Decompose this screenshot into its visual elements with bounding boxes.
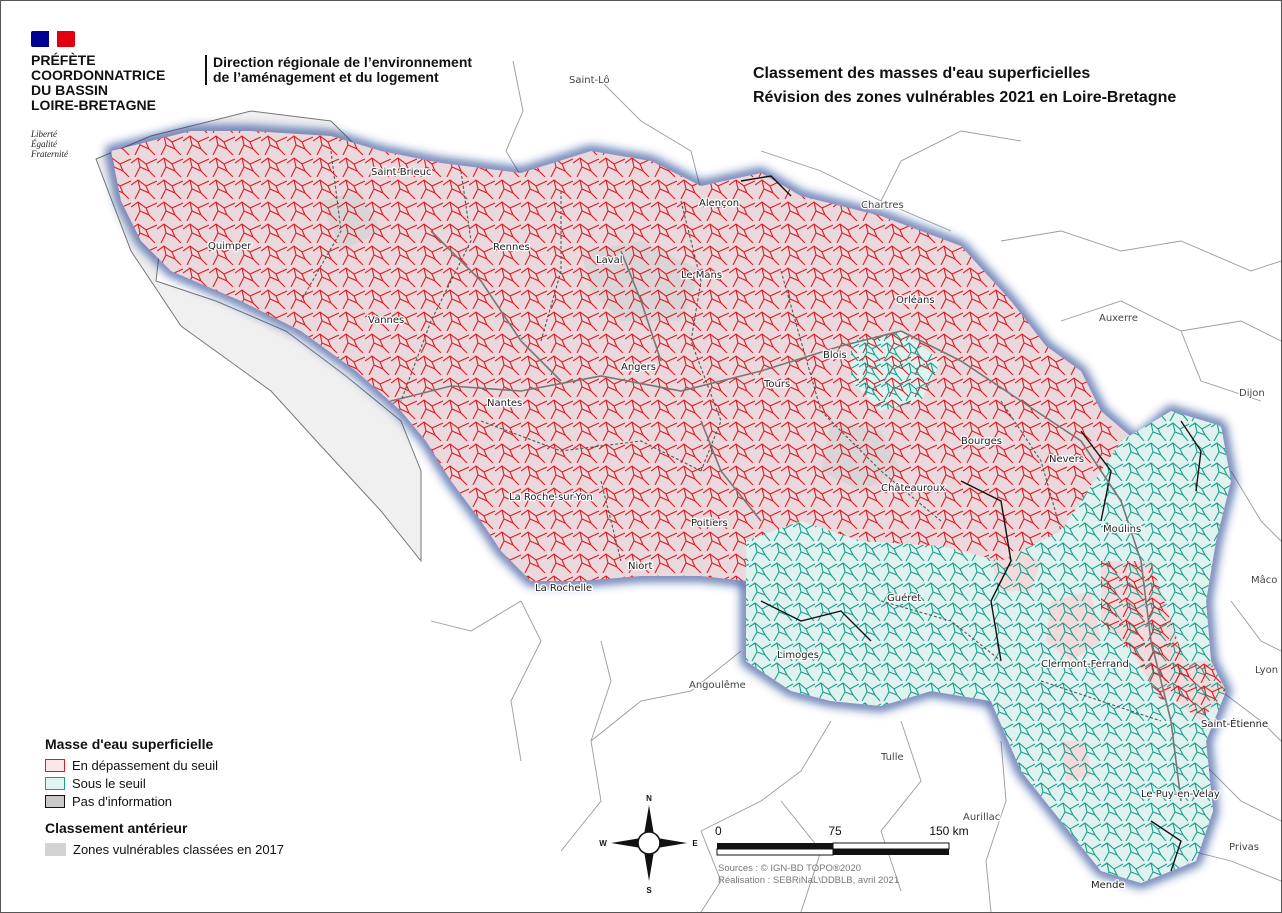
compass-south: S xyxy=(646,886,652,895)
republic-motto: Liberté Égalité Fraternité xyxy=(31,129,68,159)
legend-item-no-info: Pas d'information xyxy=(45,792,365,810)
marianne-flag-icon xyxy=(31,31,75,47)
city-label: Aurillac xyxy=(963,812,1000,823)
map-sources: Sources : © IGN-BD TOPO®2020 Réalisation… xyxy=(718,863,899,887)
legend-swatch-grey xyxy=(45,842,66,856)
offshore-zone xyxy=(95,110,422,563)
city-label: Auxerre xyxy=(1099,313,1138,324)
city-label: Niort xyxy=(628,561,652,572)
city-label: La Rochelle xyxy=(535,583,592,594)
map-legend: Masse d'eau superficielle En dépassement… xyxy=(45,736,365,858)
legend-item-below: Sous le seuil xyxy=(45,774,365,792)
city-label: Saint-Étienne xyxy=(1201,717,1268,730)
city-label: Limoges xyxy=(777,650,819,661)
city-label: Lyon xyxy=(1255,665,1278,676)
compass-west: W xyxy=(599,839,607,848)
prefecture-name: PRÉFÈTE COORDONNATRICE DU BASSIN LOIRE-B… xyxy=(31,52,166,113)
inner-boundaries xyxy=(300,150,1162,722)
city-label: Nantes xyxy=(487,398,522,409)
city-label: Quimper xyxy=(208,241,252,252)
city-labels: Saint-Lô Saint-Brieuc Alençon Chartres Q… xyxy=(207,73,1280,893)
legend-title-previous: Classement antérieur xyxy=(45,820,188,836)
scale-label-0: 0 xyxy=(715,824,722,838)
city-label: Guéret xyxy=(887,592,921,604)
river-networks xyxy=(111,131,1231,883)
department-boundaries xyxy=(430,60,1281,912)
city-label: Angers xyxy=(621,362,656,373)
city-label: Nevers xyxy=(1049,454,1084,465)
city-label: Vannes xyxy=(368,315,404,326)
prefecture-logo-block: PRÉFÈTE COORDONNATRICE DU BASSIN LOIRE-B… xyxy=(31,31,551,171)
credits-line: Réalisation : SEBRiNaL\DDBLB, avril 2021 xyxy=(718,875,900,886)
no-information-boundaries xyxy=(740,175,1202,872)
city-label: Châteauroux xyxy=(881,482,945,494)
city-label: Alençon xyxy=(699,198,739,209)
city-label: Tulle xyxy=(880,752,904,763)
city-label: Orléans xyxy=(896,294,935,306)
city-label: Clermont-Ferrand xyxy=(1041,659,1129,670)
city-label: La Roche-sur-Yon xyxy=(509,492,593,503)
map-title: Classement des masses d'eau superficiell… xyxy=(753,65,1091,82)
map-subtitle: Révision des zones vulnérables 2021 en L… xyxy=(753,89,1177,106)
legend-swatch-red xyxy=(45,758,65,772)
city-label: Saint-Lô xyxy=(569,74,610,86)
city-label: Tours xyxy=(763,379,790,390)
dreal-name: Direction régionale de l’environnement d… xyxy=(205,55,472,85)
city-label: Angoulême xyxy=(689,679,746,691)
city-label: Mende xyxy=(1091,880,1125,891)
city-label: Laval xyxy=(596,255,623,266)
scale-bar: 0 75 150 km xyxy=(715,824,969,856)
map-title-block: Classement des masses d'eau superficiell… xyxy=(753,65,1263,107)
compass-rose: N S W E xyxy=(599,794,698,895)
city-label: Rennes xyxy=(493,242,530,253)
city-label: Le Puy-en-Velay xyxy=(1141,789,1220,800)
legend-item-exceed: En dépassement du seuil xyxy=(45,756,365,774)
city-label: Poitiers xyxy=(691,518,728,529)
scale-label-75: 75 xyxy=(828,824,842,838)
legend-swatch-green xyxy=(45,776,65,790)
sources-line: Sources : © IGN-BD TOPO®2020 xyxy=(718,863,862,874)
main-rivers xyxy=(390,230,1182,802)
legend-title-water-body: Masse d'eau superficielle xyxy=(45,736,214,752)
city-label: Chartres xyxy=(861,200,904,211)
scale-label-150: 150 km xyxy=(929,824,968,838)
city-label: Dijon xyxy=(1239,388,1265,399)
legend-swatch-black xyxy=(45,794,65,808)
city-label: Blois xyxy=(823,350,847,361)
city-label: Bourges xyxy=(961,436,1002,447)
compass-north: N xyxy=(646,794,652,803)
legend-item-zones-2017: Zones vulnérables classées en 2017 xyxy=(45,840,365,858)
city-label: Moulins xyxy=(1103,524,1141,535)
compass-east: E xyxy=(692,839,698,848)
city-label: Mâco xyxy=(1251,574,1277,586)
city-label: Privas xyxy=(1229,842,1259,853)
city-label: Le Mans xyxy=(681,270,722,281)
city-label: Saint-Brieuc xyxy=(371,167,432,178)
